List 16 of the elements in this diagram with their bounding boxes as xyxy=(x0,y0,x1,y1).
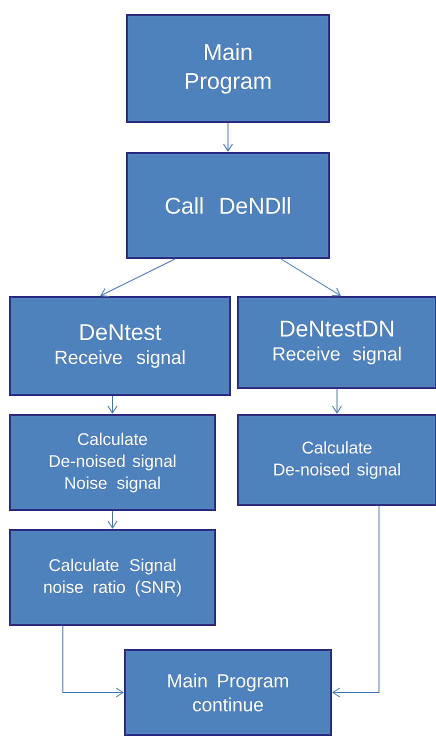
process-box: Calculate De-noised signal Noise signal xyxy=(9,414,216,511)
arrow xyxy=(223,122,233,152)
arrow xyxy=(332,388,342,414)
process-box: Calculate Signal noise ratio (SNR) xyxy=(9,529,216,626)
process-box: Main Program xyxy=(126,14,330,123)
arrow xyxy=(108,396,118,414)
process-box: Main Program continue xyxy=(124,649,332,736)
arrow xyxy=(280,258,341,296)
process-box: DeNtestDN Receive signal xyxy=(237,296,436,389)
process-box: Call DeNDll xyxy=(126,152,330,259)
process-box: Calculate De-noised signal xyxy=(237,414,436,506)
arrow xyxy=(100,258,176,298)
arrow xyxy=(62,626,124,698)
arrow xyxy=(108,510,118,529)
process-box: DeNtest Receive signal xyxy=(9,296,231,396)
arrow xyxy=(332,506,380,698)
